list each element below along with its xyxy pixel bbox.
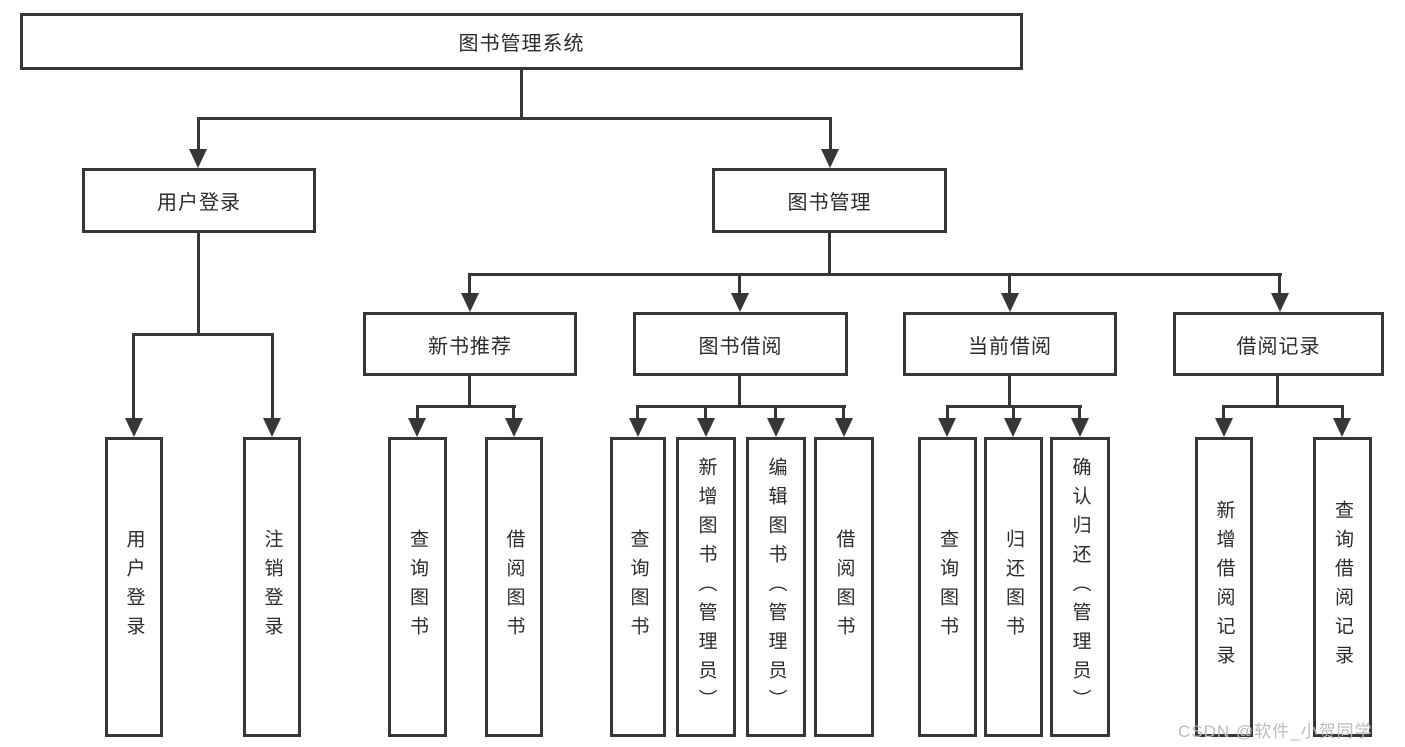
connector-stem-book-borrow xyxy=(738,275,741,295)
node-borrow-records-label: 借阅记录 xyxy=(1236,335,1321,358)
leaf-borrow-borrow-label: 借阅图书 xyxy=(833,529,855,645)
node-borrow-records: 借阅记录 xyxy=(1173,312,1384,376)
arrow-down-icon xyxy=(629,418,647,437)
leaf-borrow-borrow: 借阅图书 xyxy=(814,437,874,737)
node-user-login: 用户登录 xyxy=(82,168,316,233)
arrow-down-icon xyxy=(938,418,956,437)
connector-leaf-stem xyxy=(512,407,515,421)
connector-stem-current-borrow xyxy=(1008,275,1011,295)
arrow-down-icon xyxy=(189,149,207,168)
arrow-down-icon xyxy=(461,293,479,312)
arrow-down-icon xyxy=(835,418,853,437)
node-new-books: 新书推荐 xyxy=(363,312,577,376)
arrow-down-icon xyxy=(1004,418,1022,437)
connector-leaf-stem xyxy=(774,407,777,421)
leaf-current-query: 查询图书 xyxy=(918,437,977,737)
connector-leaf-stem xyxy=(1222,407,1225,421)
node-root: 图书管理系统 xyxy=(20,13,1023,70)
node-current-borrow: 当前借阅 xyxy=(903,312,1117,376)
arrow-down-icon xyxy=(1215,418,1233,437)
node-book-mgmt: 图书管理 xyxy=(712,168,947,233)
arrow-down-icon xyxy=(767,418,785,437)
connector-level2-rail xyxy=(197,117,832,120)
node-book-borrow: 图书借阅 xyxy=(633,312,848,376)
leaf-borrow-add-label: 新增图书（管理员） xyxy=(695,456,717,718)
connector-borrow-records-stem xyxy=(1276,376,1279,407)
node-user-login-label: 用户登录 xyxy=(157,192,241,214)
connector-current-borrow-rail xyxy=(946,405,1082,408)
connector-level3-rail xyxy=(468,273,1282,276)
arrow-down-icon xyxy=(1333,418,1351,437)
connector-leaf-stem xyxy=(416,407,419,421)
leaf-borrow-add: 新增图书（管理员） xyxy=(676,437,736,737)
node-new-books-label: 新书推荐 xyxy=(428,335,512,358)
leaf-current-confirm: 确认归还（管理员） xyxy=(1050,437,1110,737)
connector-stem-borrow-records xyxy=(1278,275,1281,295)
connector-stem-new-books xyxy=(468,275,471,295)
arrow-down-icon xyxy=(1271,293,1289,312)
arrow-down-icon xyxy=(408,418,426,437)
arrow-down-icon xyxy=(263,418,281,437)
watermark-text: CSDN @软件_小贺同学 xyxy=(1178,722,1373,741)
node-root-label: 图书管理系统 xyxy=(458,33,585,55)
node-current-borrow-label: 当前借阅 xyxy=(968,335,1052,358)
connector-leaf-stem xyxy=(636,407,639,421)
node-book-mgmt-label: 图书管理 xyxy=(787,192,872,214)
connector-user-login-rail xyxy=(132,333,274,336)
leaf-newbooks-borrow: 借阅图书 xyxy=(485,437,543,737)
connector-borrow-records-rail xyxy=(1222,405,1344,408)
node-book-borrow-label: 图书借阅 xyxy=(698,335,783,358)
connector-leaf-stem xyxy=(946,407,949,421)
leaf-current-confirm-label: 确认归还（管理员） xyxy=(1069,456,1091,718)
arrow-down-icon xyxy=(1001,293,1019,312)
leaf-newbooks-borrow-label: 借阅图书 xyxy=(503,529,525,645)
leaf-borrow-edit: 编辑图书（管理员） xyxy=(746,437,806,737)
leaf-current-return-label: 归还图书 xyxy=(1003,529,1024,645)
leaf-logout-label: 注销登录 xyxy=(261,529,283,645)
connector-stem-book-mgmt xyxy=(829,119,832,151)
leaf-records-add: 新增借阅记录 xyxy=(1195,437,1253,737)
connector-book-borrow-rail xyxy=(636,405,846,408)
arrow-down-icon xyxy=(125,418,143,437)
connector-new-books-stem xyxy=(468,376,471,407)
connector-current-borrow-stem xyxy=(1008,376,1011,407)
connector-leaf-stem xyxy=(704,407,707,421)
connector-stem-logout xyxy=(271,335,274,420)
leaf-newbooks-query: 查询图书 xyxy=(388,437,447,737)
leaf-newbooks-query-label: 查询图书 xyxy=(407,529,428,645)
leaf-current-query-label: 查询图书 xyxy=(937,529,958,645)
arrow-down-icon xyxy=(1071,418,1089,437)
connector-user-login-stem xyxy=(197,233,200,336)
arrow-down-icon xyxy=(697,418,715,437)
connector-root-stem xyxy=(520,70,523,119)
arrow-down-icon xyxy=(731,293,749,312)
connector-new-books-rail xyxy=(416,405,516,408)
leaf-borrow-query: 查询图书 xyxy=(610,437,666,737)
leaf-logout: 注销登录 xyxy=(243,437,301,737)
connector-book-borrow-stem xyxy=(738,376,741,407)
leaf-user-login: 用户登录 xyxy=(105,437,163,737)
arrow-down-icon xyxy=(505,418,523,437)
leaf-records-query: 查询借阅记录 xyxy=(1313,437,1372,737)
connector-stem-user-login xyxy=(197,119,200,151)
connector-leaf-stem xyxy=(1012,407,1015,421)
leaf-current-return: 归还图书 xyxy=(984,437,1043,737)
connector-stem-login xyxy=(132,335,135,420)
leaf-records-add-label: 新增借阅记录 xyxy=(1213,500,1235,674)
leaf-records-query-label: 查询借阅记录 xyxy=(1332,500,1353,674)
connector-book-mgmt-stem xyxy=(828,233,831,276)
leaf-user-login-label: 用户登录 xyxy=(123,529,145,645)
connector-leaf-stem xyxy=(842,407,845,421)
connector-leaf-stem xyxy=(1341,407,1344,421)
leaf-borrow-edit-label: 编辑图书（管理员） xyxy=(765,456,787,718)
leaf-borrow-query-label: 查询图书 xyxy=(627,529,649,645)
connector-leaf-stem xyxy=(1078,407,1081,421)
arrow-down-icon xyxy=(821,149,839,168)
